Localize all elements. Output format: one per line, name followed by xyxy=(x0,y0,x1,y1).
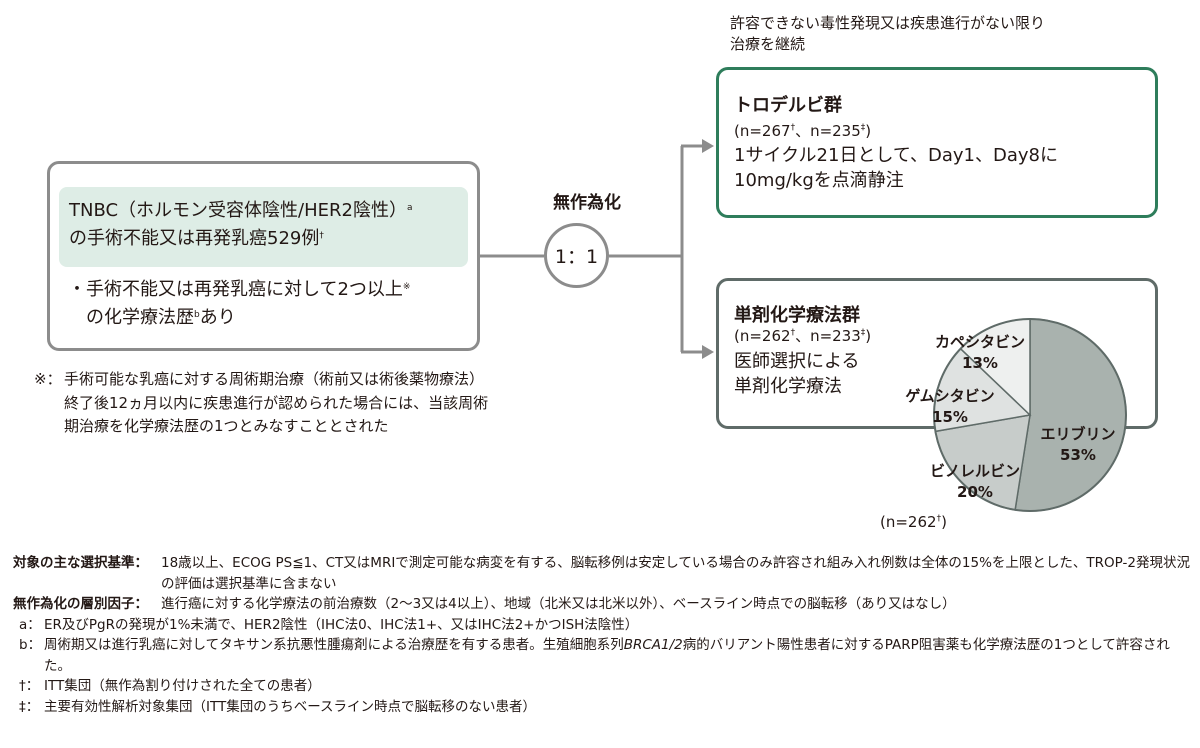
note-mark: ※： xyxy=(34,370,62,388)
footnote-ref-note: ※ xyxy=(402,282,411,292)
pie-label-4: カペシタビン 13% xyxy=(925,332,1035,374)
arm1-title: トロデルビ群 xyxy=(734,95,842,116)
population-box: TNBC（ホルモン受容体陰性/HER2陰性）a の手術不能又は再発乳癌529例†… xyxy=(47,161,480,351)
pie-slice-value: 15% xyxy=(932,408,968,426)
pie-slice-name: カペシタビン xyxy=(934,333,1025,351)
pie-sample-size: (n=262†) xyxy=(880,513,947,531)
arm1-regimen: 1サイクル21日として、Day1、Day8に 10mg/kgを点滴静注 xyxy=(734,145,1059,191)
ratio-text: 1：1 xyxy=(554,246,599,268)
footnote-stratification: 無作為化の層別因子： 進行癌に対する化学療法の前治療数（2～3又は4以上）、地域… xyxy=(13,596,956,612)
footnote-selection-criteria: 対象の主な選択基準： 18歳以上、ECOG PS≦1、CT又はMRIで測定可能な… xyxy=(13,555,1190,592)
pie-slice-value: 20% xyxy=(957,483,993,501)
pie-label-2: ビノレルビン 20% xyxy=(920,461,1030,503)
arm2-regimen: 医師選択による 単剤化学療法 xyxy=(734,351,860,397)
perioperative-note: ※： 手術可能な乳癌に対する周術期治療（術前又は術後薬物療法）終了後12ヵ月以内… xyxy=(34,368,494,439)
pie-slice-name: エリブリン xyxy=(1040,425,1116,443)
randomization-label: 無作為化 xyxy=(553,193,621,213)
pie-slice-value: 53% xyxy=(1060,446,1096,464)
arm2-title: 単剤化学療法群 xyxy=(734,305,860,326)
tnbc-line2: の手術不能又は再発乳癌529例† xyxy=(69,228,324,249)
pie-slice-value: 13% xyxy=(962,354,998,372)
footnote-b: b： 周術期又は進行乳癌に対してタキサン系抗悪性腫瘍剤による治療歴を有する患者。… xyxy=(19,637,1170,674)
footnote-double-dagger: ‡： 主要有効性解析対象集団（ITT集団のうちベースライン時点で脳転移のない患者… xyxy=(19,698,537,715)
continue-treatment-note: 許容できない毒性発現又は疾患進行がない限り 治療を継続 xyxy=(730,13,1150,55)
note-text: 手術可能な乳癌に対する周術期治療（術前又は術後薬物療法）終了後12ヵ月以内に疾患… xyxy=(64,370,489,435)
pie-slice-name: ビノレルビン xyxy=(929,462,1020,480)
arm-trodelvy: トロデルビ群 (n=267†、n=235‡) 1サイクル21日として、Day1、… xyxy=(716,67,1158,218)
tnbc-panel: TNBC（ホルモン受容体陰性/HER2陰性）a の手術不能又は再発乳癌529例† xyxy=(59,187,468,267)
footnote-ref-a: a xyxy=(407,203,413,213)
arm1-n: (n=267†、n=235‡) xyxy=(734,122,872,140)
criterion-line1: ・手術不能又は再発乳癌に対して2つ以上※ xyxy=(68,279,411,300)
footnote-ref-dagger: † xyxy=(319,231,324,241)
pie-label-3: ゲムシタビン 15% xyxy=(890,386,1010,428)
pie-label-1: エリブリン 53% xyxy=(1018,424,1138,466)
continue-note-line2: 治療を継続 xyxy=(730,35,806,53)
pie-outline xyxy=(933,318,1127,512)
randomization-ratio-circle: 1：1 xyxy=(544,223,609,288)
continue-note-line1: 許容できない毒性発現又は疾患進行がない限り xyxy=(730,14,1046,32)
pie-slice-name: ゲムシタビン xyxy=(905,387,995,405)
footnotes: 対象の主な選択基準： 18歳以上、ECOG PS≦1、CT又はMRIで測定可能な… xyxy=(13,553,1193,717)
footnote-ref-b: b xyxy=(194,310,200,320)
footnote-a: a： ER及びPgRの発現が1%未満で、HER2陰性（IHC法0、IHC法1+、… xyxy=(19,616,639,633)
criterion-line2: の化学療法歴bあり xyxy=(86,307,236,328)
arrowhead-arm2 xyxy=(702,345,714,359)
arm2-n: (n=262†、n=233‡) xyxy=(734,327,872,345)
tnbc-line1: TNBC（ホルモン受容体陰性/HER2陰性）a xyxy=(69,200,413,221)
prior-therapy-criterion: ・手術不能又は再発乳癌に対して2つ以上※ の化学療法歴bあり xyxy=(68,276,468,332)
chemotherapy-pie-chart xyxy=(933,318,1127,512)
arrowhead-arm1 xyxy=(702,139,714,153)
footnote-dagger: †： ITT集団（無作為割り付けされた全ての患者） xyxy=(19,678,321,694)
